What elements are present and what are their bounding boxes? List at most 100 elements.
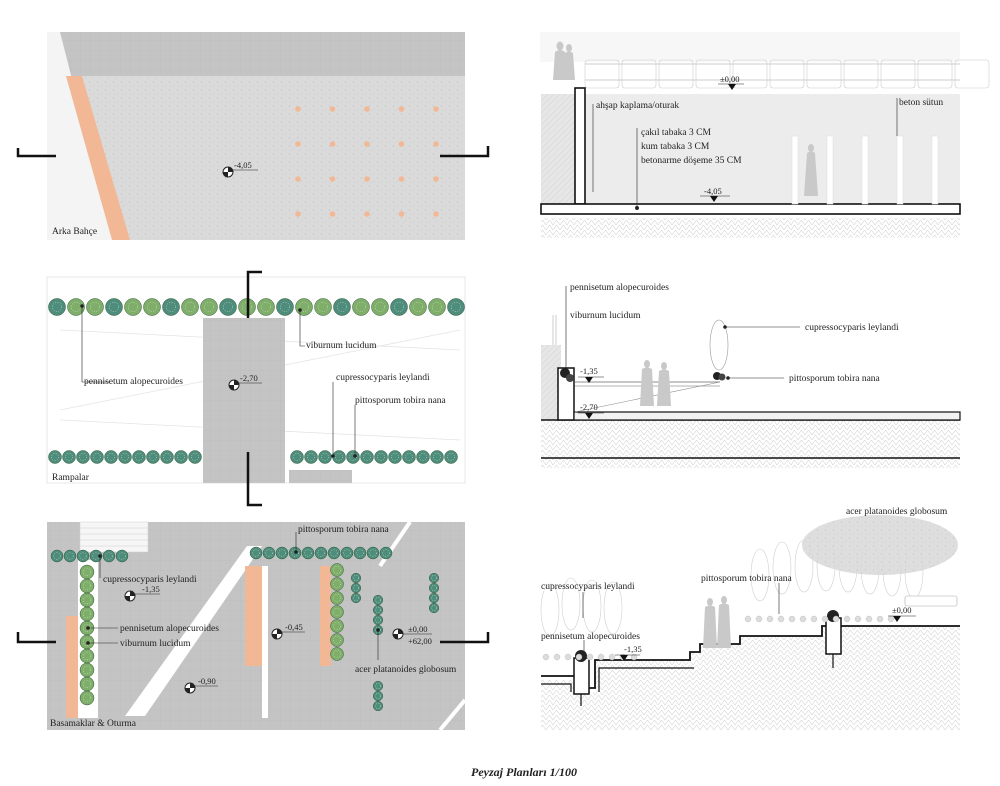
shrub-texture — [82, 665, 92, 675]
shrub-texture — [333, 636, 341, 644]
shrub-mark — [372, 700, 384, 712]
shrub-mark — [350, 572, 362, 584]
label-pennisetum: pennisetum alopecuroides — [541, 632, 640, 642]
terracotta-strip — [66, 76, 130, 240]
shrub-texture — [375, 703, 381, 709]
shrub-mark — [366, 546, 380, 560]
plan-rampalar: -2,70 viburnum lucidum pennisetum alopec… — [46, 270, 466, 507]
section-cut-bottom — [246, 452, 262, 507]
shrub-mark — [79, 592, 95, 608]
svg-text:-4,05: -4,05 — [704, 186, 722, 196]
hedge-bottom-left — [48, 450, 202, 464]
section-cut-left — [16, 148, 56, 158]
shrub-texture — [177, 453, 185, 461]
shrub-mark — [48, 298, 66, 316]
paving-dot — [433, 106, 439, 112]
label-pennisetum: pennisetum alopecuroides — [570, 283, 669, 293]
paving-dot — [364, 141, 370, 147]
shrub-mark — [104, 450, 118, 464]
shrub-mark — [79, 676, 95, 692]
shrub-tuft — [865, 615, 873, 623]
shrub-texture — [375, 617, 381, 623]
label-acer: acer platanoides globosum — [355, 665, 457, 675]
shrub-mark — [428, 572, 440, 584]
tree-silhouette — [561, 577, 581, 631]
shrub-mark — [249, 546, 263, 560]
label-pittosporum: pittosporum tobira nana — [298, 525, 390, 535]
terracotta-left — [66, 616, 78, 718]
paving-dot — [398, 141, 405, 147]
shrub-mark — [304, 450, 318, 464]
shrub-texture — [353, 595, 359, 601]
label-cakil: çakıl tabaka 3 CM — [641, 128, 711, 138]
rail-panel — [584, 59, 620, 89]
label-cupressocyparis: cupressocyparis leylandi — [336, 373, 430, 383]
rail-panel — [917, 59, 953, 89]
label-ahsap: ahşap kaplama/oturak — [596, 101, 679, 111]
railing — [584, 59, 990, 89]
terrain-fill — [541, 626, 960, 730]
shrub-tuft — [854, 615, 862, 623]
shrub-texture — [82, 595, 92, 605]
shrub-tuft — [876, 615, 884, 623]
people-figures — [553, 41, 818, 196]
shrub-mark — [67, 298, 85, 316]
svg-text:±0,00: ±0,00 — [408, 624, 428, 634]
label-viburnum: viburnum lucidum — [306, 341, 377, 351]
hedge-upper-right — [249, 546, 393, 560]
tree-silhouette — [772, 541, 792, 595]
shrub-mark — [340, 546, 354, 560]
shrub-mark — [79, 690, 95, 706]
section-cut-right — [440, 146, 490, 158]
trees-section2 — [560, 319, 729, 382]
shrub-tuft — [810, 615, 818, 623]
shrub-texture — [107, 453, 115, 461]
steps-lines — [80, 527, 148, 547]
shrub-mark — [90, 450, 104, 464]
tree-silhouette — [603, 581, 623, 635]
floor-slab — [540, 203, 961, 215]
shrub-texture — [82, 581, 92, 591]
shrub-tuft — [553, 653, 561, 661]
shrub-texture — [375, 693, 381, 699]
shrub-texture — [317, 549, 325, 557]
shrub-tuft — [777, 615, 785, 623]
level-top: ±0,00 — [718, 74, 744, 90]
shrub-mark — [174, 450, 188, 464]
shrub-mark — [374, 450, 388, 464]
shrub-tuft — [564, 653, 572, 661]
shrub-mark — [372, 614, 384, 626]
dot-grid — [295, 106, 439, 217]
shrub-texture — [90, 302, 100, 312]
shrub-column-left — [79, 564, 95, 706]
shrub-texture — [337, 302, 347, 312]
plan-name: Rampalar — [52, 473, 90, 483]
shrub-mark — [379, 546, 393, 560]
level-upper: -1,35 — [578, 366, 604, 383]
terracotta-right — [320, 566, 331, 666]
label-betonarme: betonarme döşeme 35 CM — [641, 156, 742, 166]
shrub-mark — [301, 546, 315, 560]
paving-dot — [433, 141, 439, 147]
level-marker-c: -0,90 — [184, 676, 218, 694]
shrub-mark — [105, 298, 123, 316]
shrub-texture — [280, 302, 290, 312]
shrub-texture — [79, 552, 87, 560]
svg-text:-1,35: -1,35 — [142, 584, 160, 594]
steps-block — [79, 521, 149, 553]
shrub-mark — [330, 591, 344, 605]
shrub-mark — [314, 546, 328, 560]
shrub-mark — [76, 549, 90, 563]
shrub-mark — [371, 298, 389, 316]
paving-dot — [329, 211, 336, 217]
shrub-texture — [51, 453, 59, 461]
shrub-texture — [204, 302, 214, 312]
shrub-mark — [402, 450, 416, 464]
level-lower: -2,70 — [578, 402, 604, 419]
shrub-texture — [191, 453, 199, 461]
shrub-texture — [82, 609, 92, 619]
shrub-mark — [181, 298, 199, 316]
shrub-texture — [105, 552, 113, 560]
shrub-texture — [356, 302, 366, 312]
